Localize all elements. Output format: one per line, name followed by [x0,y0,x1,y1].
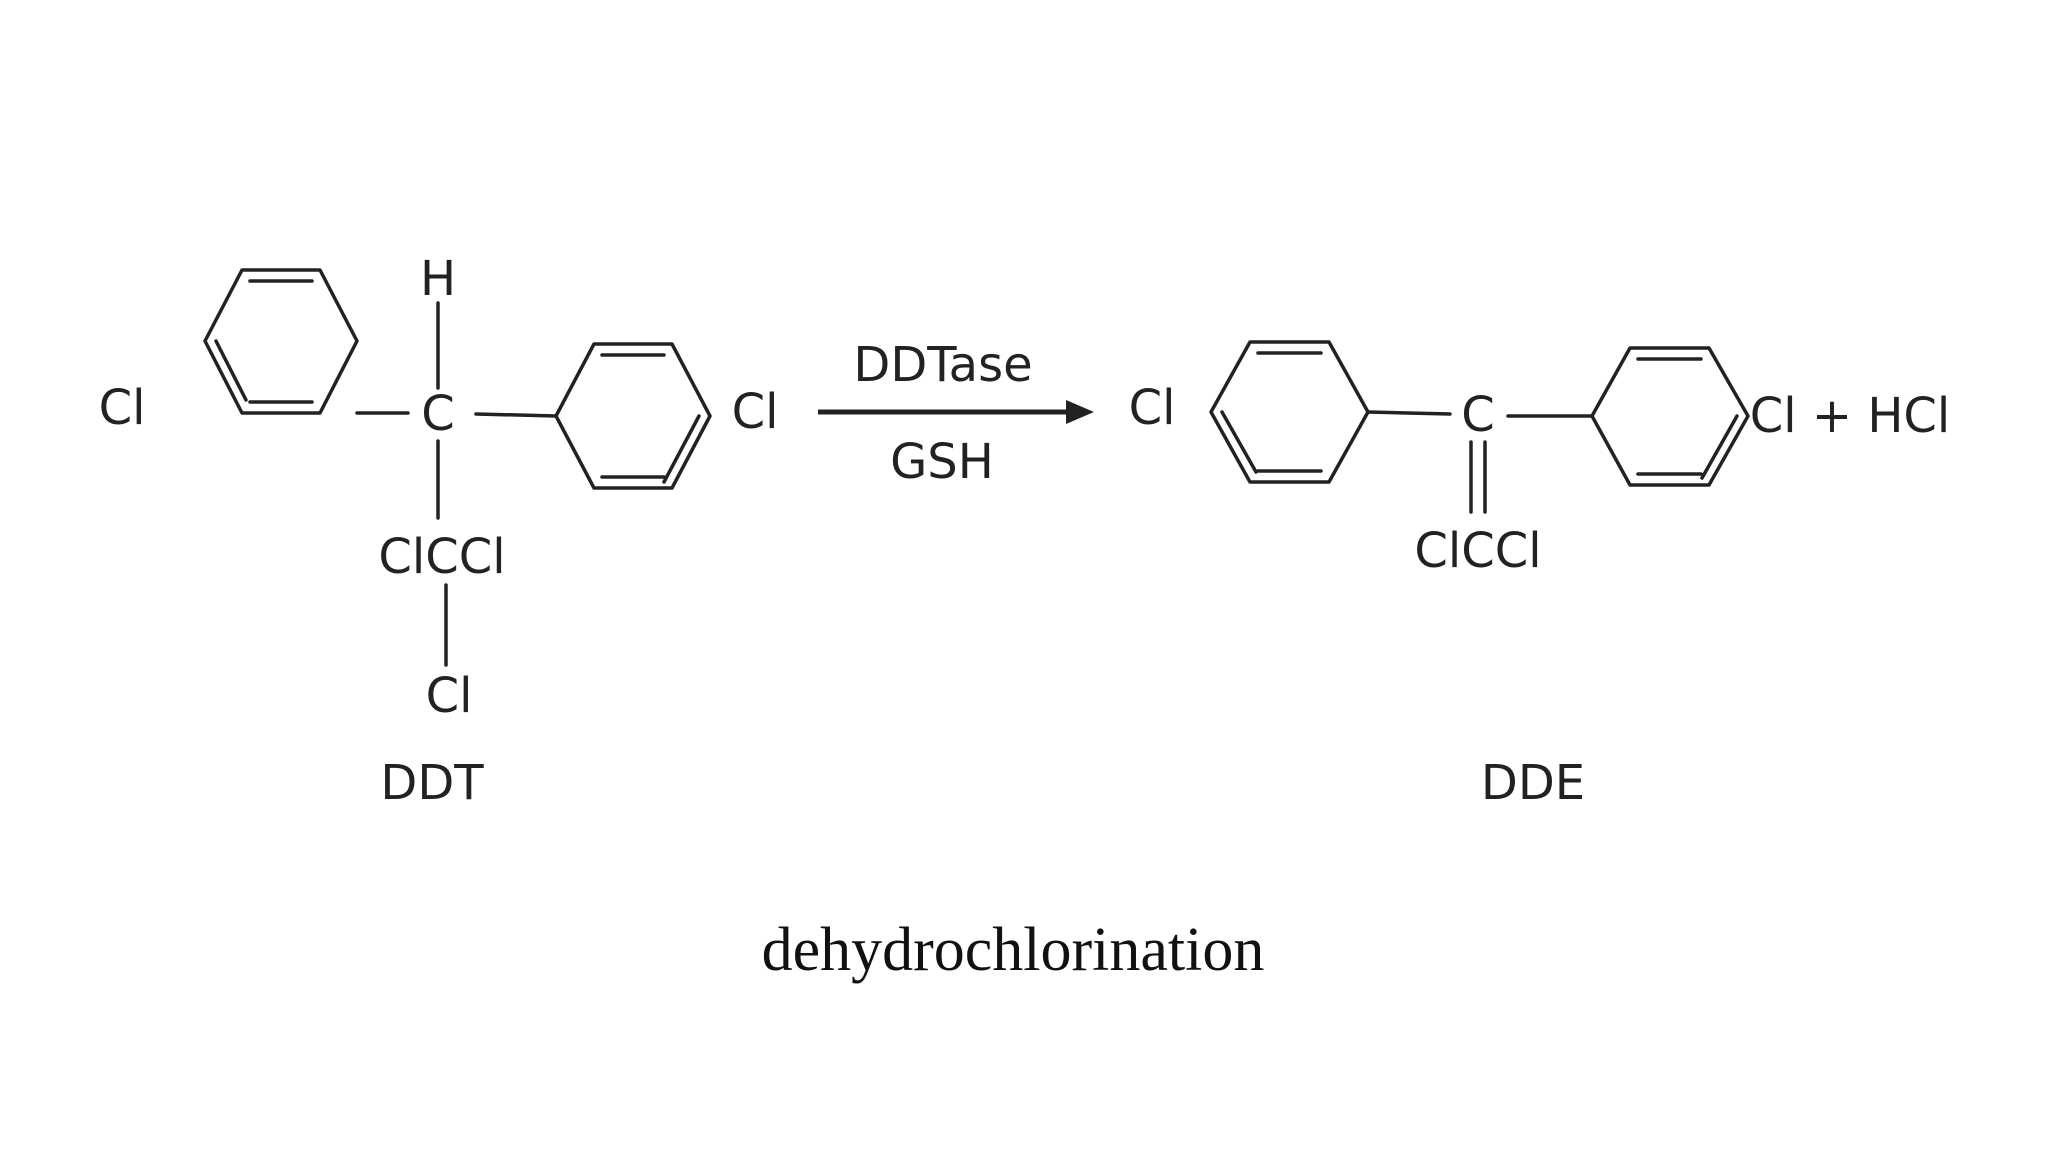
ddt-left-chlorine-label: Cl [99,380,146,436]
ddt-left-benzene-ring [203,268,359,415]
dde-chlorine-plus-hcl-label: Cl + HCl [1750,388,1951,444]
dde-left-benzene-ring [1209,340,1370,484]
ddt-name-label: DDT [380,755,484,811]
cofactor-label: GSH [890,434,994,490]
reaction-caption: dehydrochlorination [762,916,1265,984]
reaction-arrow: DDTase GSH [818,337,1094,490]
ddt-right-chlorine-label: Cl [732,384,779,440]
dde-left-chlorine-label: Cl [1129,380,1176,436]
dde-clccl-label: ClCCl [1414,523,1541,579]
ddt-central-carbon-label: C [421,386,455,442]
ddt-hydrogen-label: H [420,251,456,307]
ddt-clccl-label: ClCCl [378,529,505,585]
dde-central-carbon-label: C [1461,387,1495,443]
ddt-molecule: H C Cl Cl ClCCl Cl DDT [99,251,779,811]
dde-molecule: Cl C Cl + HCl ClCCl DDE [1129,340,1951,811]
ddt-c-right-ring-bond [474,412,558,418]
dde-right-benzene-ring [1590,346,1750,487]
ddt-right-benzene-ring [554,342,712,490]
ddt-bottom-chlorine-label: Cl [426,668,473,724]
dde-left-ring-c-bond [1366,410,1452,416]
arrow-head [1066,400,1094,424]
dde-name-label: DDE [1481,755,1585,811]
enzyme-label: DDTase [853,337,1032,393]
